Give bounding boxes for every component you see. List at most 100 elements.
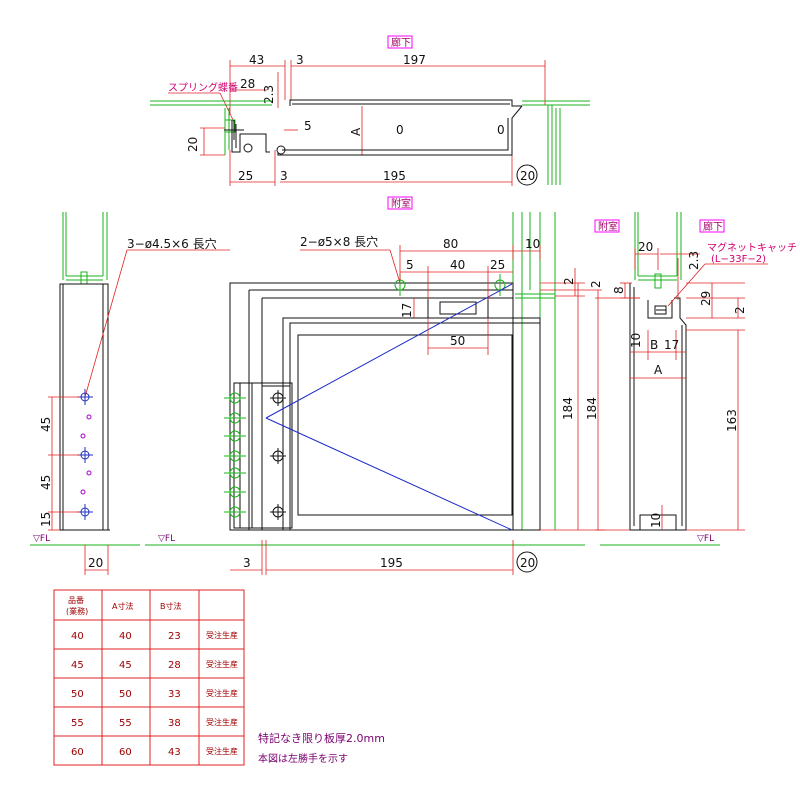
table-row-3-a: 50 [119, 689, 132, 700]
front-dim-184b: 184 [585, 397, 599, 420]
table-row-4-part: 55 [71, 718, 84, 729]
table-row-5-b: 43 [168, 747, 181, 758]
top-dim-5: 5 [304, 119, 312, 133]
front-hinge-pins [270, 390, 286, 520]
side-dim-20: 20 [638, 240, 653, 254]
corridor-tag-side [699, 219, 725, 233]
top-door-leaf [224, 99, 523, 156]
top-dim-28: 28 [240, 77, 255, 91]
table-row-3-part: 50 [71, 689, 84, 700]
front-dim-20c: 20 [520, 556, 535, 570]
top-dim-43: 43 [249, 53, 264, 67]
front-view: 附室 [145, 196, 605, 575]
front-dim-20-circle [516, 551, 538, 573]
spring-hinge-leader-2 [219, 92, 235, 123]
room-tag-side-text: 附室 [598, 220, 618, 233]
front-dim-50: 50 [450, 334, 465, 348]
slot-note: 2−ø5×8 長穴 [300, 234, 378, 249]
left-dim-lines [48, 249, 128, 575]
top-dim-195: 195 [383, 169, 406, 183]
side-dim-163: 163 [725, 409, 739, 432]
table-row-4-a: 55 [119, 718, 132, 729]
table-row-1-note: 受注生産 [206, 630, 238, 640]
corridor-tag-side-text: 廊下 [703, 220, 723, 233]
top-wall-lines [150, 100, 590, 185]
table-row-3-note: 受注生産 [206, 688, 238, 698]
front-dim-5: 5 [406, 258, 414, 272]
side-dim-A: A [654, 363, 663, 377]
front-dim-10: 10 [525, 237, 540, 251]
table-row-4-note: 受注生産 [206, 717, 238, 727]
table-header-part-sub: (業務) [66, 606, 88, 616]
front-dim-25: 25 [490, 258, 505, 272]
magnet-catch-label: マグネットキャッチ [707, 241, 797, 254]
left-dim-45a: 45 [39, 417, 53, 432]
front-dim-2: 2 [562, 277, 576, 285]
side-wall-lines [600, 212, 720, 546]
front-dim-3: 3 [243, 556, 251, 570]
spring-hinge-label: スプリング蝶番 [168, 81, 238, 94]
left-fl-label: ▽FL [33, 534, 50, 544]
top-dim-3: 3 [296, 53, 304, 67]
side-dim-2-3: 2.3 [687, 251, 701, 270]
front-dim-lines [230, 245, 605, 575]
table-header-b: B寸法 [160, 601, 182, 611]
magnet-catch-leader-2 [667, 263, 706, 307]
note-thickness: 特記なき限り板厚2.0mm [258, 731, 385, 745]
side-dim-lines [595, 248, 745, 531]
table-row-1-b: 23 [168, 631, 181, 642]
side-dim-B: B [650, 338, 658, 352]
left-holes [77, 389, 93, 520]
spec-table: 品番 (業務) A寸法 B寸法 40 40 23 受注生産 45 45 28 受… [53, 589, 245, 766]
table-row-2-part: 45 [71, 660, 84, 671]
table-header-a: A寸法 [112, 601, 133, 611]
top-dim-25: 25 [238, 169, 253, 183]
corridor-tag-top-text: 廊下 [391, 36, 411, 49]
top-hole-2: 0 [497, 123, 505, 137]
table-row-2-a: 45 [119, 660, 132, 671]
side-frame [629, 283, 687, 531]
top-hole-1: 0 [396, 123, 404, 137]
top-dim-20c: 20 [520, 169, 535, 183]
top-dim-3b: 3 [280, 169, 288, 183]
table-row-1-a: 40 [119, 631, 132, 642]
side-dim-2b: 2 [733, 306, 747, 314]
table-header-part: 品番 [68, 595, 84, 605]
front-frame [229, 282, 541, 531]
room-tag-front-text: 附室 [391, 197, 411, 210]
table-row-4-b: 38 [168, 718, 181, 729]
top-dim-20-circle [516, 164, 538, 186]
corridor-tag-top [387, 35, 413, 49]
front-diagonal-top [265, 283, 513, 419]
front-diagonal-bottom [265, 417, 513, 531]
side-dim-17: 17 [664, 338, 679, 352]
front-dim-80: 80 [443, 237, 458, 251]
left-frame [59, 283, 110, 531]
left-dim-15: 15 [39, 512, 53, 527]
table-row-5-part: 60 [71, 747, 84, 758]
table-row-2-b: 28 [168, 660, 181, 671]
side-dim-2a: 2 [589, 280, 603, 288]
table-row-3-b: 33 [168, 689, 181, 700]
side-view: 附室 廊下 [589, 212, 797, 546]
front-dim-40: 40 [450, 258, 465, 272]
left-dim-45b: 45 [39, 475, 53, 490]
front-dim-184a: 184 [561, 397, 575, 420]
top-view: 廊下 43 3 197 28 2.3 5 A 20 [150, 35, 590, 186]
top-dim-2-3: 2.3 [262, 85, 276, 104]
front-fl-label: ▽FL [158, 534, 175, 544]
front-dim-195: 195 [380, 556, 403, 570]
spec-table-grid [53, 589, 245, 766]
front-hinge-screws [224, 274, 506, 518]
side-dim-10b: 10 [649, 513, 663, 528]
left-holes-note: 3−ø4.5×6 長穴 [127, 236, 217, 251]
left-view: 45 45 15 20 3−ø4.5×6 長穴 ▽FL [30, 212, 230, 575]
left-dim-20: 20 [88, 556, 103, 570]
table-row-2-note: 受注生産 [206, 659, 238, 669]
top-dim-20: 20 [186, 137, 200, 152]
table-row-5-a: 60 [119, 747, 132, 758]
side-dim-10: 10 [629, 333, 643, 348]
top-dim-A: A [349, 127, 363, 136]
side-fl-label: ▽FL [697, 534, 714, 544]
table-row-1-part: 40 [71, 631, 84, 642]
